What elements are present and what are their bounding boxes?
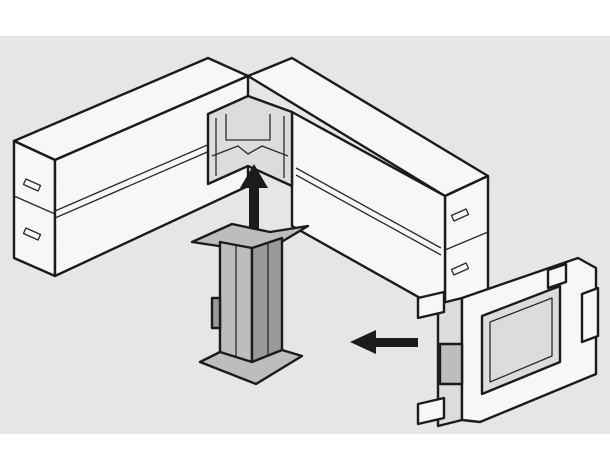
corner-clip-line (211, 145, 289, 157)
arrow-up-head (240, 164, 268, 188)
arrow-up-shaft (249, 184, 259, 242)
l-shaped-trunking-corner-icon (12, 56, 490, 314)
frame-left-tab-top (416, 290, 446, 320)
insert-side-tab (210, 296, 222, 330)
left-end-slot-bottom (22, 227, 42, 241)
corner-inner-cut (225, 114, 271, 141)
left-end-ridge (13, 195, 56, 215)
right-arm-ridge-line-2 (295, 174, 442, 256)
right-end-slot-top (450, 208, 470, 222)
arrow-up-icon (240, 164, 268, 242)
left-end-slot-top (22, 178, 42, 192)
insert-base-flange (198, 348, 304, 386)
left-arm-ridge-line-2 (54, 149, 213, 219)
insert-column-right (250, 236, 284, 364)
right-end-ridge (444, 231, 489, 251)
arrow-left-icon (350, 330, 418, 354)
right-end-slot-bottom (450, 262, 470, 276)
corner-opening (206, 94, 294, 188)
socket-mounting-frame-icon (416, 256, 600, 428)
frame-window-inner (489, 297, 553, 383)
frame-top-notch (546, 262, 568, 290)
arrow-left-head (350, 330, 376, 354)
frame-clip (438, 342, 464, 386)
frame-right-tab (580, 286, 600, 344)
left-arm-ridge-line (54, 142, 213, 212)
diagram-panel (0, 36, 610, 434)
frame-left-tab-bottom (416, 396, 446, 426)
arrow-left-shaft (372, 338, 418, 347)
left-arm-end-face (12, 139, 57, 278)
internal-corner-insert-icon (190, 222, 310, 386)
right-arm-ridge-line (295, 167, 442, 249)
assembly-illustration (0, 36, 610, 434)
frame-window (480, 284, 562, 396)
